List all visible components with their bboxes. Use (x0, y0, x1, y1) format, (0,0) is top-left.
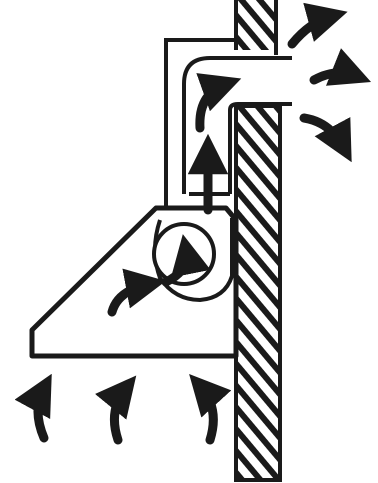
intake-arrow (200, 386, 213, 440)
outlet-arrows (292, 16, 356, 148)
intake-arrow (114, 388, 126, 440)
outlet-arrow (314, 73, 356, 80)
outlet-arrow (292, 16, 332, 44)
intake-arrows (38, 386, 213, 440)
hood-body (32, 208, 236, 356)
hatched-wall (236, 0, 280, 480)
internal-arrow (200, 84, 226, 128)
intake-arrow (38, 388, 44, 438)
outlet-arrow (304, 118, 344, 148)
